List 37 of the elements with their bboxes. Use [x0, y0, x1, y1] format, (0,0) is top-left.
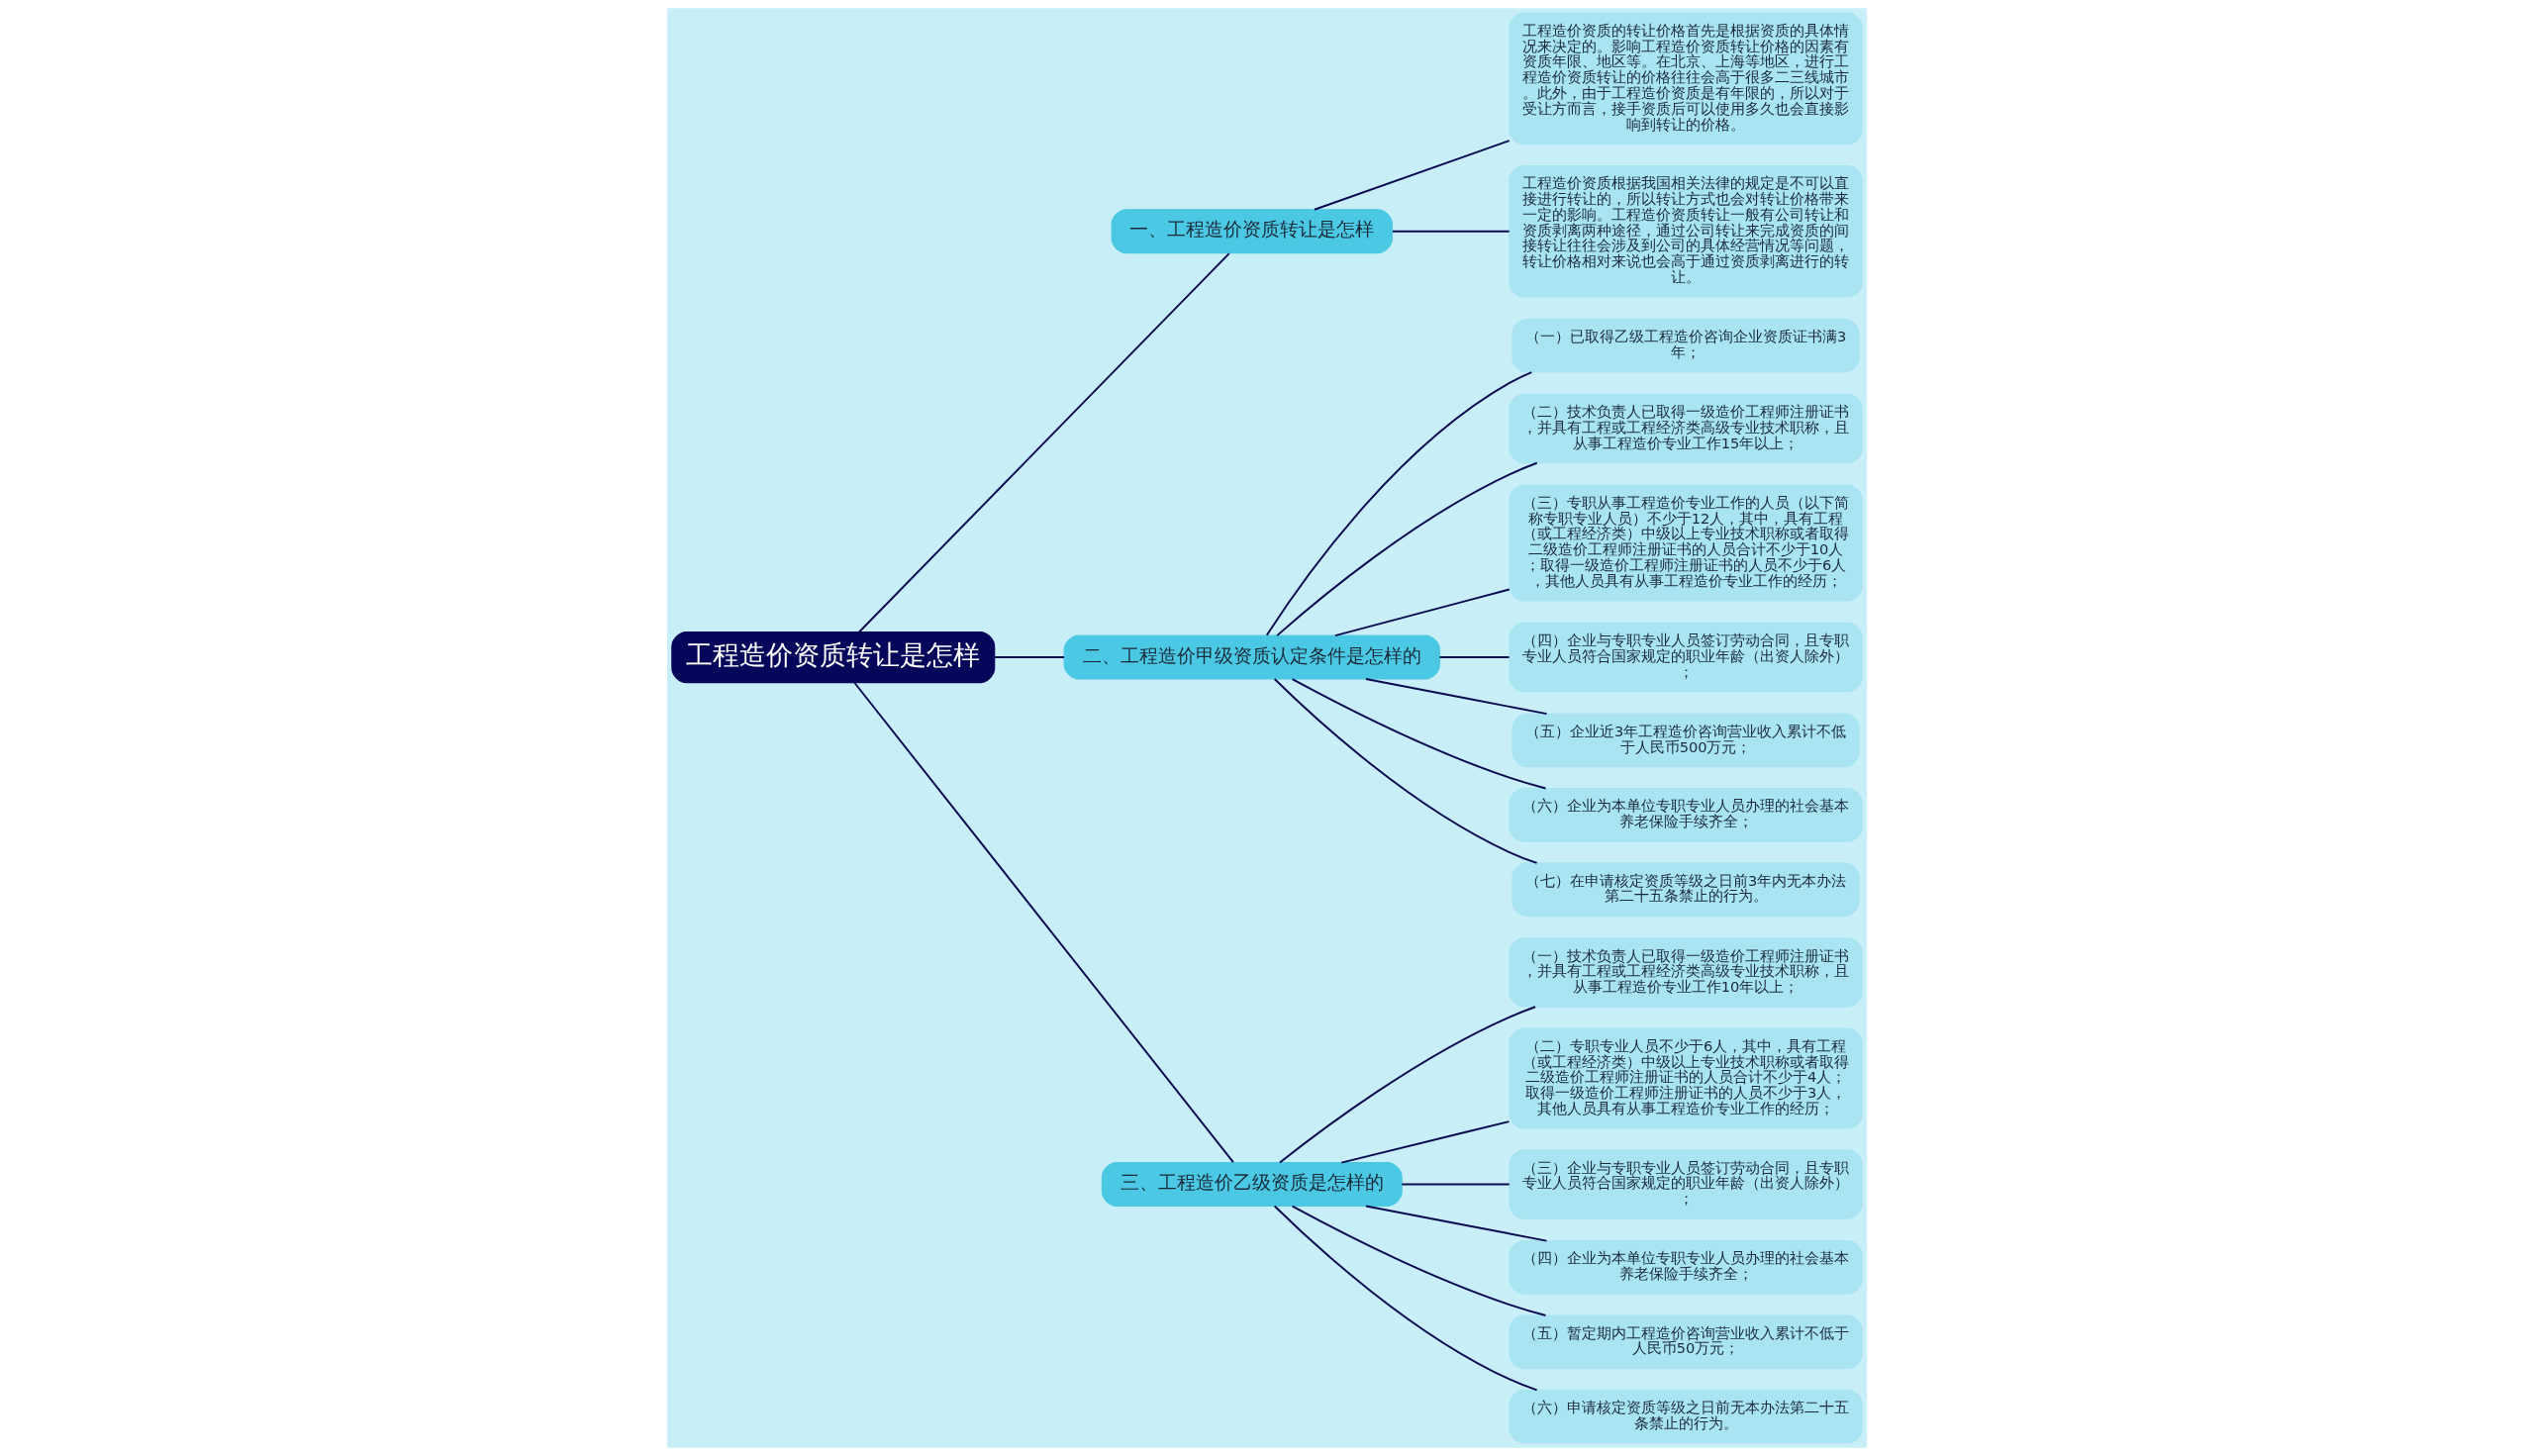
- connector: [858, 252, 1230, 633]
- connector: [853, 681, 1234, 1164]
- connector: [1438, 656, 1511, 659]
- node-box: 工程造价资质的转让价格首先是根据资质的具体情况来决定的。影响工程造价资质转让价格的因素有资质年限、地区等。在北京、上海等地区，进行工程造价资质转让的价格往往会高于很多二三线城市。此外，由于工程造价资质是有年限的，所以对于受让方而言，接手资质后可以使用多久也会直接影响到转让的价格。: [1509, 12, 1863, 146]
- node-box: 三、工程造价乙级资质是怎样的: [1101, 1162, 1403, 1208]
- connector: [1291, 1205, 1547, 1316]
- connector: [1273, 678, 1538, 864]
- connector: [1401, 1183, 1511, 1186]
- node-box: （四）企业与专职专业人员签订劳动合同，且专职专业人员符合国家规定的职业年龄（出资人除外）；: [1509, 622, 1863, 693]
- connector: [1334, 588, 1511, 637]
- node-box: （一）已取得乙级工程造价咨询企业资质证书满3年；: [1511, 318, 1860, 373]
- node-box: （五）企业近3年工程造价咨询营业收入累计不低于人民币500万元；: [1511, 713, 1860, 768]
- connector: [1291, 678, 1547, 790]
- node-box: 工程造价资质转让是怎样: [671, 631, 996, 684]
- connector: [1265, 371, 1533, 636]
- node-box: （五）暂定期内工程造价咨询营业收入累计不低于人民币50万元；: [1509, 1314, 1863, 1370]
- connector: [1276, 461, 1538, 637]
- connector: [1279, 1006, 1537, 1164]
- connector: [1340, 1120, 1511, 1164]
- node-box: （七）在申请核定资质等级之日前3年内无本办法第二十五条禁止的行为。: [1511, 862, 1860, 918]
- node-box: 工程造价资质根据我国相关法律的规定是不可以直接进行转让的，所以转让方式也会对转让价格带来一定的影响。工程造价资质转让一般有公司转让和资质剥离两种途径，通过公司转让来完成资质的间接转让往往会涉及到公司的具体经营情况等问题，转让价格相对来说也会高于通过资质剥离进行的转让。: [1509, 164, 1863, 298]
- node-box: （二）技术负责人已取得一级造价工程师注册证书，并具有工程或工程经济类高级专业技术职称，且从事工程造价专业工作15年以上；: [1509, 393, 1863, 464]
- node-box: 二、工程造价甲级资质认定条件是怎样的: [1063, 634, 1441, 680]
- connector: [1364, 1205, 1548, 1242]
- node-box: 一、工程造价资质转让是怎样: [1111, 209, 1394, 254]
- node-box: （六）申请核定资质等级之日前无本办法第二十五条禁止的行为。: [1509, 1389, 1863, 1444]
- node-box: （二）专职专业人员不少于6人，其中，具有工程（或工程经济类）中级以上专业技术职称或者取得二级造价工程师注册证书的人员合计不少于4人；取得一级造价工程师注册证书的人员不少于3人，其他人员具有从事工程造价专业工作的经历；: [1509, 1027, 1863, 1129]
- connector: [994, 656, 1065, 659]
- connector: [1314, 140, 1511, 211]
- node-box: （三）企业与专职专业人员签订劳动合同，且专职专业人员符合国家规定的职业年龄（出资人除外）；: [1509, 1149, 1863, 1219]
- node-box: （六）企业为本单位专职专业人员办理的社会基本养老保险手续齐全；: [1509, 788, 1863, 842]
- node-box: （四）企业为本单位专职专业人员办理的社会基本养老保险手续齐全；: [1509, 1240, 1863, 1295]
- connector: [1364, 678, 1548, 716]
- connector: [1391, 230, 1511, 233]
- connector: [1273, 1205, 1538, 1392]
- node-box: （一）技术负责人已取得一级造价工程师注册证书，并具有工程或工程经济类高级专业技术职称，且从事工程造价专业工作10年以上；: [1509, 937, 1863, 1008]
- node-box: （三）专职从事工程造价专业工作的人员（以下简称专职专业人员）不少于12人，其中，具有工程（或工程经济类）中级以上专业技术职称或者取得二级造价工程师注册证书的人员合计不少于10人；取得一级造价工程师注册证书的人员不少于6人，其他人员具有从事工程造价专业工作的经历；: [1509, 484, 1863, 602]
